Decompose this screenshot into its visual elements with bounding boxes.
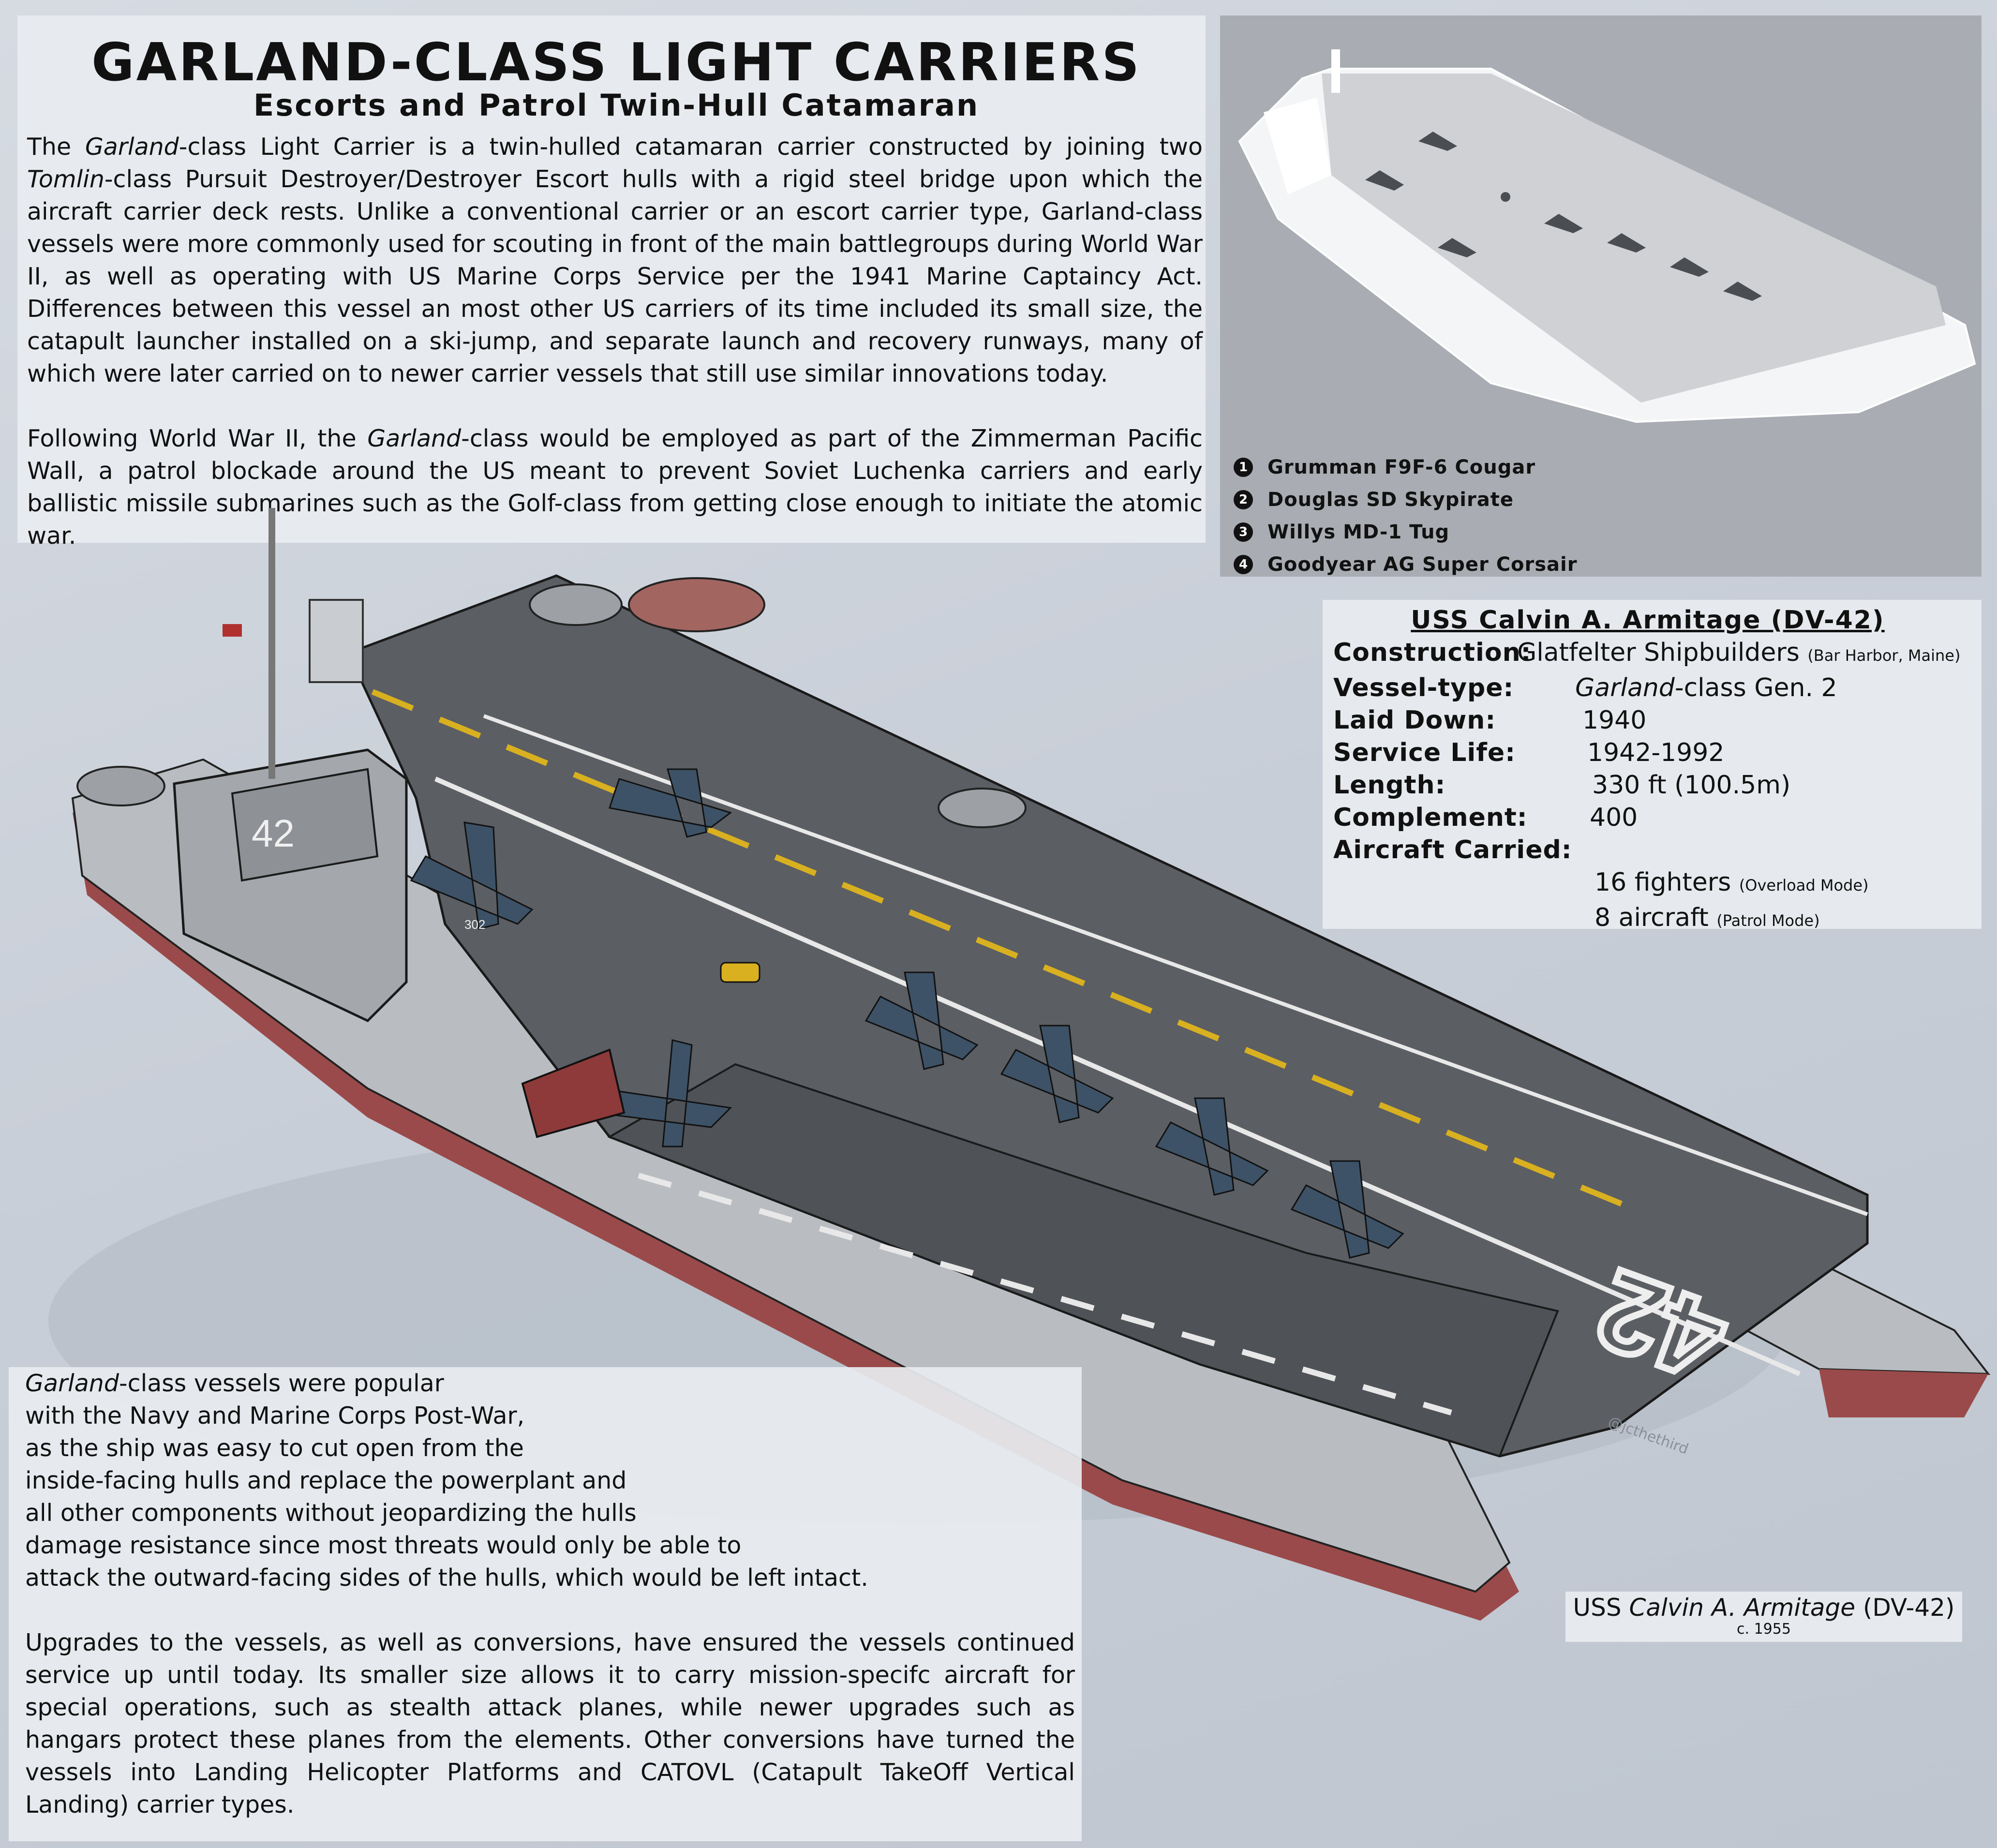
spec-laid-down: Laid Down:1940 <box>1333 706 1647 735</box>
plane-number: 302 <box>464 917 485 932</box>
radar-antenna <box>309 599 364 683</box>
gun-tub-mid <box>938 788 1027 828</box>
legend-label: Goodyear AG Super Corsair <box>1267 553 1578 576</box>
spec-aircraft-overload: 16 fighters (Overload Mode) <box>1595 868 1869 897</box>
page-title: GARLAND-CLASS LIGHT CARRIERS <box>91 32 1141 93</box>
deck-centerline <box>434 776 1801 1376</box>
corsair-1 <box>864 971 979 1070</box>
flight-deck-plan <box>1322 74 1946 402</box>
runway-dashes <box>638 1173 1452 1416</box>
corsair-2 <box>1000 1025 1114 1123</box>
aircraft-1-b <box>1438 238 1476 257</box>
mast-plan <box>1331 49 1340 93</box>
corsair-4 <box>1290 1160 1404 1259</box>
island-plan <box>1264 98 1331 194</box>
bottom-text-panel: Garland-class vessels were popular with … <box>9 1367 1082 1841</box>
deck-yellow-line <box>371 689 1637 1212</box>
deck-tug <box>720 962 760 983</box>
legend-label: Douglas SD Skypirate <box>1267 488 1514 511</box>
mast <box>268 508 275 779</box>
bottom-paragraph-1: Garland-class vessels were popular with … <box>25 1370 868 1592</box>
corsair-3 <box>1155 1097 1269 1196</box>
aircraft-4-d <box>1723 282 1762 301</box>
intro-panel: GARLAND-CLASS LIGHT CARRIERS Escorts and… <box>17 15 1206 550</box>
carrier-illustration: 42 42 302 <box>48 508 1991 1621</box>
legend-number-badge: 2 <box>1234 490 1253 509</box>
deck-layout-illustration <box>1238 49 1976 423</box>
page-subtitle: Escorts and Patrol Twin-Hull Catamaran <box>253 88 980 123</box>
aircraft-4-b <box>1607 233 1646 253</box>
legend-item: 3 Willys MD-1 Tug <box>1234 516 1578 548</box>
specs-panel: USS Calvin A. Armitage (DV-42) Construct… <box>1323 600 1982 932</box>
legend-item: 4 Goodyear AG Super Corsair <box>1234 548 1578 581</box>
blast-deflector <box>521 1048 626 1138</box>
legend-number-badge: 4 <box>1234 554 1253 574</box>
spec-complement: Complement:400 <box>1333 803 1638 832</box>
legend-number-badge: 1 <box>1234 457 1253 477</box>
spec-aircraft-patrol: 8 aircraft (Patrol Mode) <box>1595 903 1820 932</box>
illustration-caption: USS Calvin A. Armitage (DV-42) c. 1955 <box>1565 1592 1962 1642</box>
aircraft-1-a <box>1418 132 1457 151</box>
intro-paragraph-1: The Garland-class Light Carrier is a twi… <box>27 133 1203 388</box>
legend-label: Willys MD-1 Tug <box>1267 521 1450 543</box>
aircraft-group <box>410 768 1404 1259</box>
tug-marker <box>1501 192 1510 202</box>
deck-layout-diagram: 1 Grumman F9F-6 Cougar 2 Douglas SD Skypir… <box>1220 15 1982 577</box>
spec-service-life: Service Life:1942-1992 <box>1333 738 1725 767</box>
bottom-paragraph-2: Upgrades to the vessels, as well as conv… <box>25 1629 1075 1818</box>
aircraft-4-c <box>1670 257 1709 277</box>
parked-cougar-jet <box>609 768 732 838</box>
spec-aircraft-carried: Aircraft Carried: <box>1333 835 1572 864</box>
ski-jump-ramp <box>607 1063 1559 1458</box>
spec-construction: Construction:Glatfelter Shipbuilders (Ba… <box>1333 638 1961 667</box>
island-number: 42 <box>252 812 295 855</box>
aircraft-markers <box>1365 132 1762 301</box>
island-bridge <box>231 768 379 882</box>
skypirate-plane <box>410 821 534 930</box>
intro-paragraph-2: Following World War II, the Garland-clas… <box>27 425 1203 550</box>
spec-length: Length:330 ft (100.5m) <box>1333 771 1791 800</box>
aircraft-2 <box>1365 170 1404 191</box>
caption-date: c. 1955 <box>1737 1621 1791 1638</box>
gun-tub-far <box>529 583 623 626</box>
legend-item: 2 Douglas SD Skypirate <box>1234 483 1578 516</box>
legend-number-badge: 3 <box>1234 522 1253 542</box>
specs-title: USS Calvin A. Armitage (DV-42) <box>1411 606 1885 635</box>
gun-tub-forward <box>76 766 165 806</box>
legend-label: Grumman F9F-6 Cougar <box>1267 456 1536 478</box>
legend-item: 1 Grumman F9F-6 Cougar <box>1234 451 1578 483</box>
aircraft-legend: 1 Grumman F9F-6 Cougar 2 Douglas SD Skypir… <box>1234 451 1578 581</box>
funnel <box>628 577 765 632</box>
flag <box>223 624 242 637</box>
deck-edge-line <box>483 714 1868 1216</box>
spec-vessel-type: Vessel-type:Garland-class Gen. 2 <box>1333 673 1837 702</box>
hull-waterline-far <box>1819 1369 1988 1417</box>
aircraft-4-a <box>1544 214 1583 233</box>
